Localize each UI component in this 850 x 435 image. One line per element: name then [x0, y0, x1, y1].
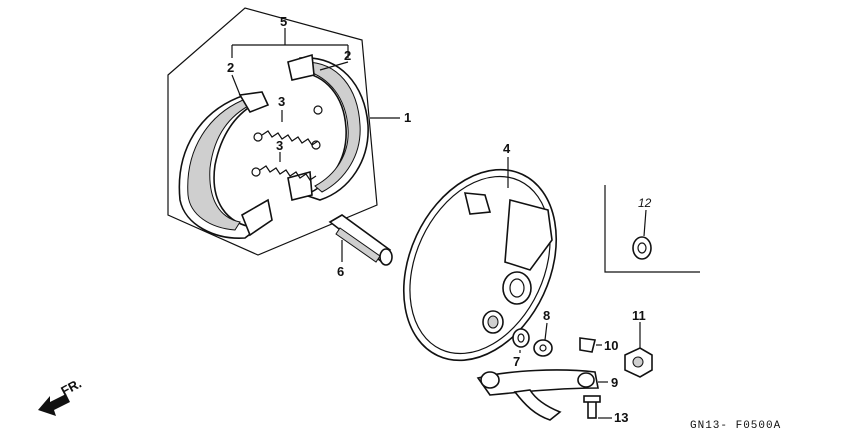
wear-indicator-plate: [579, 337, 596, 353]
front-direction-label: FR.: [58, 376, 84, 399]
brake-panel: [402, 168, 558, 362]
brake-cam-shaft: [328, 214, 393, 266]
figure-code: GN13- F0500A: [690, 420, 781, 432]
callout-11: 11: [632, 308, 646, 323]
callout-3-lower: 3: [276, 138, 283, 153]
upper-spring: [253, 105, 323, 146]
callout-12: 12: [638, 196, 652, 210]
front-direction-arrow-icon: [38, 394, 70, 416]
leader-lines: [231, 28, 647, 419]
brake-arm: [476, 369, 599, 421]
callout-2-left: 2: [227, 60, 234, 75]
arm-bolt: [583, 395, 601, 419]
callout-6: 6: [337, 264, 344, 279]
washer-12: [632, 236, 652, 260]
flange-nut: [624, 347, 653, 378]
callout-5: 5: [280, 14, 287, 29]
left-brake-shoe: [178, 91, 273, 239]
washer-hole: [539, 344, 547, 352]
callout-3-upper: 3: [278, 94, 285, 109]
callout-8: 8: [543, 308, 550, 323]
callout-1: 1: [404, 110, 411, 125]
washer-12-hole: [637, 242, 647, 254]
callout-4: 4: [503, 141, 511, 156]
callout-9: 9: [611, 375, 618, 390]
callout-10: 10: [604, 338, 618, 353]
optional-part-bracket: [604, 185, 700, 273]
felt-seal: [512, 328, 530, 348]
shoe-assembly-group-outline: [167, 7, 378, 256]
felt-seal-hole: [517, 333, 525, 343]
washer: [533, 339, 553, 357]
right-brake-shoe: [287, 53, 369, 201]
callout-7: 7: [513, 354, 520, 369]
callout-2-right: 2: [344, 48, 351, 63]
lower-spring: [251, 140, 321, 181]
callout-13: 13: [614, 410, 628, 425]
